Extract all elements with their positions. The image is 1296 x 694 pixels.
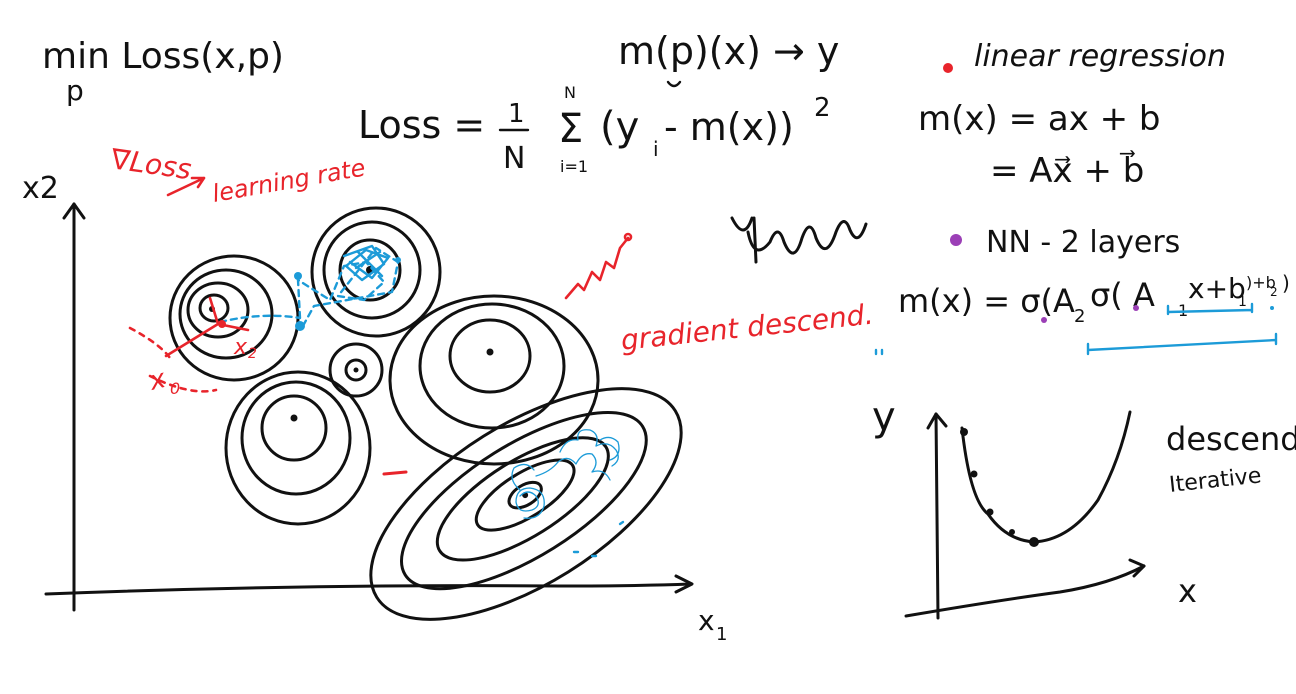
right-panel-notes: linear regression m(x) = ax + b = Ax⃗ + … [898,39,1290,356]
contour-cluster-top-middle [310,206,442,338]
red-dashed-arcs [128,326,218,393]
x0-subscript: 0 [170,379,180,398]
nn-title-text: NN - 2 layers [986,225,1180,260]
blue-dots-elongated [572,520,625,558]
mini-descent-plot: y x descend Iterative [872,394,1296,620]
contour-plot: x2 x 1 [22,171,727,645]
contour-cluster-small [328,342,384,398]
iterative-text: Iterative [1168,463,1263,498]
linear-regression-eq2: = Ax⃗ + b⃗ [990,150,1144,191]
loss-body: (y [600,104,639,150]
descent-step-1 [960,428,968,436]
loss-frac-den: N [503,141,525,176]
nn-eq-b2-sub: 2 [1270,285,1278,299]
nn-eq-mid: σ( A [1090,276,1155,314]
x1-axis-subscript: 1 [716,624,727,645]
contour-cluster-elongated [369,387,683,621]
x2-axis-arrowhead [62,202,86,220]
loss-sum-top: N [564,83,576,102]
x2-point-subscript: 2 [248,346,257,362]
nn-eq-b1-sub: 1 [1238,294,1247,310]
gradient-note: ∇Loss learning rate [108,142,367,208]
loss-exponent: 2 [814,93,831,123]
gradient-descend-text: gradient descend. [619,298,875,357]
descent-curve [960,410,1132,544]
blue-scribble-top-middle [342,244,390,282]
min-loss-note: min Loss(x,p) p [42,36,284,107]
descent-step-5 [1029,537,1039,547]
nn-equation: m(x) = σ(A 2 σ( A 1 x+b 1 )+b 2 ) [898,271,1290,356]
loss-formula: Loss = 1 N N Σ i=1 (y i - m(x)) 2 [358,83,831,176]
blue-tick-marks [874,348,884,356]
x1-axis-arrowhead [674,574,694,594]
nn-eq-lhs: m(x) = σ(A [898,282,1075,320]
min-subscript: p [66,74,84,107]
min-loss-text: min Loss(x,p) [42,36,284,77]
short-red-dash [382,470,408,476]
loss-sum-bottom: i=1 [560,157,588,176]
blue-start-point [295,321,305,331]
contour-cluster-left-middle [224,370,372,526]
red-zigzag-scribble [564,236,630,300]
mini-y-label: y [872,394,896,440]
descend-text: descend [1166,420,1296,458]
nn-inner-underline [1166,302,1254,316]
descent-step-2 [970,470,978,478]
x1-axis-line [44,582,692,596]
linear-regression-text: linear regression [974,39,1226,74]
nn-eq-rest: x+b [1188,272,1246,305]
nn-outer-underline [1086,332,1278,356]
mini-x-arrowhead [1128,558,1146,578]
blue-descent-paths [218,244,884,558]
mini-x-label: x [1178,572,1197,610]
grad-loss-text: ∇Loss [108,142,193,186]
loss-lhs: Loss = [358,103,485,147]
contour-cluster-right-middle [388,294,600,466]
x0-label: x [145,364,169,397]
mini-y-arrowhead [926,412,948,430]
loss-body-rest: - m(x)) [664,105,794,149]
nn-eq-close: ) [1282,271,1290,295]
wave-squiggle [730,216,868,255]
blue-scribble-elongated [511,429,620,519]
x1-axis-label: x [698,604,715,637]
model-mapping-text: m(p)(x) → y [618,29,839,73]
red-bullet [943,63,953,73]
learning-rate-text: learning rate [210,153,367,207]
loss-frac-num: 1 [508,99,525,129]
loss-body-sub: i [653,137,659,161]
nn-eq-tail: )+b [1246,273,1276,292]
descent-step-4 [1009,529,1015,535]
mini-x-axis [904,564,1146,618]
model-p-underline [666,80,682,88]
minimum-point-left-middle [290,414,298,422]
descent-step-3 [986,508,994,516]
x2-point-label: x [233,335,248,360]
red-zigzag-end [623,232,633,242]
model-mapping-note: m(p)(x) → y [618,29,839,88]
wave-squiggle-stem [752,216,758,264]
x2-axis-label: x2 [22,171,59,206]
nn-eq-a2-sub: 2 [1074,306,1085,327]
red-current-point [218,320,226,328]
red-gradient-vectors: x 0 x 2 [128,296,257,398]
linear-regression-eq1: m(x) = ax + b [918,99,1161,139]
loss-sum-sigma: Σ [558,106,583,152]
mini-y-axis [934,412,940,620]
purple-bullet [950,234,962,246]
learning-rate-arrow [166,176,206,197]
blue-path-dashed [218,246,400,326]
minimum-point-right-middle [486,348,494,356]
